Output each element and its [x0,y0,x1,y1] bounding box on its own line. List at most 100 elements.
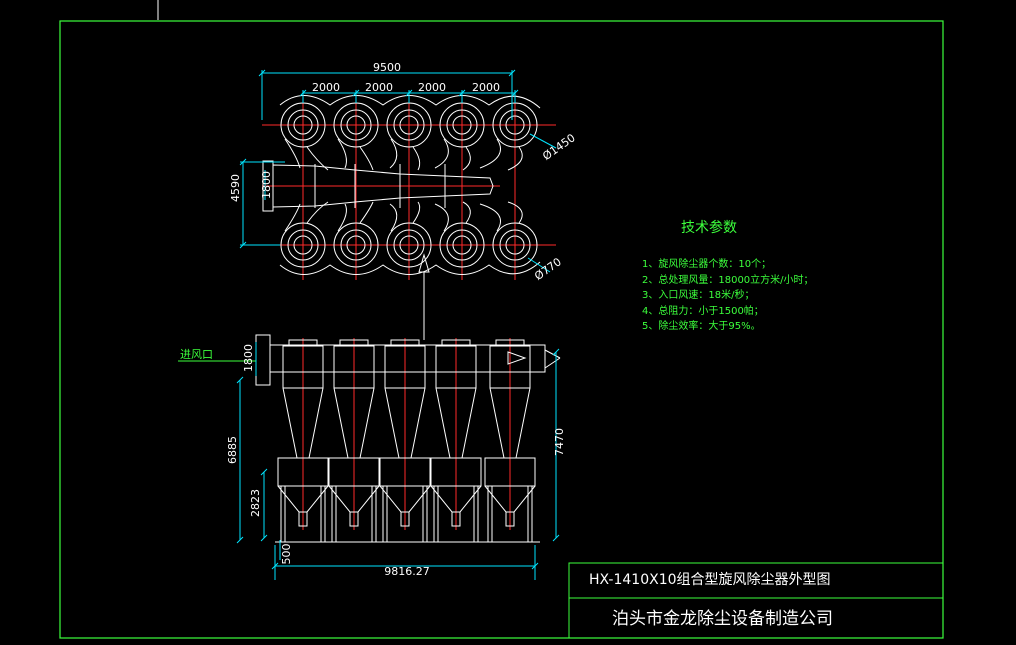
elev-discharge-valve [505,511,515,527]
dim-tick [239,158,247,166]
cyclone-inner-circle [505,235,525,255]
cyclone-inner-circle [293,115,313,135]
plan-dim-span-4: 2000 [472,81,500,94]
plan-centerlines [262,97,556,280]
drawing-title: HX-1410X10组合型旋风除尘器外型图 [589,572,831,588]
elev-inlet-flange [255,334,271,386]
elev-discharge-valve [400,511,410,527]
tech-param-item: 4、总阻力：小于1500帕； [642,305,764,317]
cyclone-inner-circle [346,235,366,255]
dim-tick [552,534,560,542]
elev-cyclone-cylinder [282,345,324,389]
cyclone-mid-circle [340,229,372,261]
cyclone-mid-circle [287,109,319,141]
tech-param-item: 5、除尘效率：大于95%。 [642,321,761,332]
dim-tick [552,348,560,356]
cyclone-inner-circle [505,115,525,135]
plan-branch-bottom [284,201,329,232]
elev-cyclone-cylinder [384,345,426,389]
cyclone-inner-circle [293,235,313,255]
cyclone-mid-circle [393,229,425,261]
plan-branch-top [389,138,421,171]
elev-dim-base: 500 [280,544,293,565]
cyclone-outer-circle [439,222,485,268]
elev-hopper-frame [277,457,329,487]
plan-dimensions [239,69,557,273]
elev-hopper-frame [379,457,431,487]
elev-inlet-label: 进风口 [180,348,213,361]
dim-tick [260,468,268,476]
plan-dim-inlet: 1800 [260,171,273,199]
elev-hopper-frame [430,457,482,487]
plan-branch-bottom [434,201,471,232]
dim-tick [260,534,268,542]
dim-tick [236,376,244,384]
plan-branch-top [284,138,329,171]
plan-dim-span-2: 2000 [365,81,393,94]
tech-params-list: 1、旋风除尘器个数：10个； 2、总处理风量：18000立方米/小时； 3、入口… [642,257,814,335]
plan-dia-small: Ø770 [532,255,564,283]
elevation-view: 进风口 1800 6885 7470 2823 500 9816.27 [178,334,566,580]
elev-dim-hopper: 2823 [249,489,262,517]
cyclone-mid-circle [446,109,478,141]
elev-header-duct [269,344,546,373]
elev-hopper-frame [328,457,380,487]
elevation-body [178,334,561,543]
plan-dia-large: Ø1450 [540,131,577,163]
plan-branch-bottom [479,201,523,232]
cyclone-inner-circle [452,235,472,255]
plan-envelope-bottom [279,261,541,275]
dim-leader-large [529,133,557,149]
plan-dim-span-3: 2000 [418,81,446,94]
elev-discharge-valve [298,511,308,527]
elevation-centerlines [302,338,511,530]
dim-tick [236,536,244,544]
elev-flow-arrow [507,351,527,365]
elev-dim-height-left: 6885 [226,436,239,464]
plan-branch-top [479,138,523,171]
dim-tick [239,241,247,249]
dim-tick [405,89,413,97]
cyclone-inner-circle [452,115,472,135]
elev-discharge-valve [451,511,461,527]
cyclone-mid-circle [446,229,478,261]
dim-tick [508,69,516,77]
cyclone-inner-circle [346,115,366,135]
plan-dim-span-1: 2000 [312,81,340,94]
dim-tick [352,89,360,97]
elev-outlet [544,357,561,369]
elev-dim-height-right: 7470 [553,428,566,456]
cyclone-outer-circle [333,222,379,268]
elev-cyclone-cylinder [489,345,531,389]
elevation-dimensions [236,342,560,580]
dim-tick [511,89,519,97]
cyclone-mid-circle [287,229,319,261]
dim-tick [458,89,466,97]
cyclone-inner-circle [399,115,419,135]
plan-branch-top [434,138,471,171]
dim-tick [531,562,539,570]
cyclone-inner-circle [399,235,419,255]
dim-tick [299,89,307,97]
tech-param-item: 3、入口风速：18米/秒； [642,290,755,301]
elev-dim-inlet: 1800 [242,344,255,372]
plan-dim-depth: 4590 [229,174,242,202]
drawing-frame [59,0,944,639]
elev-cyclone-cylinder [435,345,477,389]
cyclone-outer-circle [492,222,538,268]
elev-dim-width: 9816.27 [384,565,430,578]
cyclone-mid-circle [393,109,425,141]
plan-body [262,95,541,340]
tech-params-title: 技术参数 [681,220,737,236]
cyclone-mid-circle [499,229,531,261]
plan-branch-bottom [337,201,374,232]
tech-param-item: 1、旋风除尘器个数：10个； [642,259,772,270]
elev-discharge-valve [349,511,359,527]
cyclone-mid-circle [340,109,372,141]
cyclone-mid-circle [499,109,531,141]
elev-cyclone-cylinder [333,345,375,389]
plan-view: 9500 2000 2000 2000 2000 4590 1800 Ø1450… [229,61,578,340]
plan-dim-total: 9500 [373,61,401,74]
plan-branch-top [337,138,374,171]
